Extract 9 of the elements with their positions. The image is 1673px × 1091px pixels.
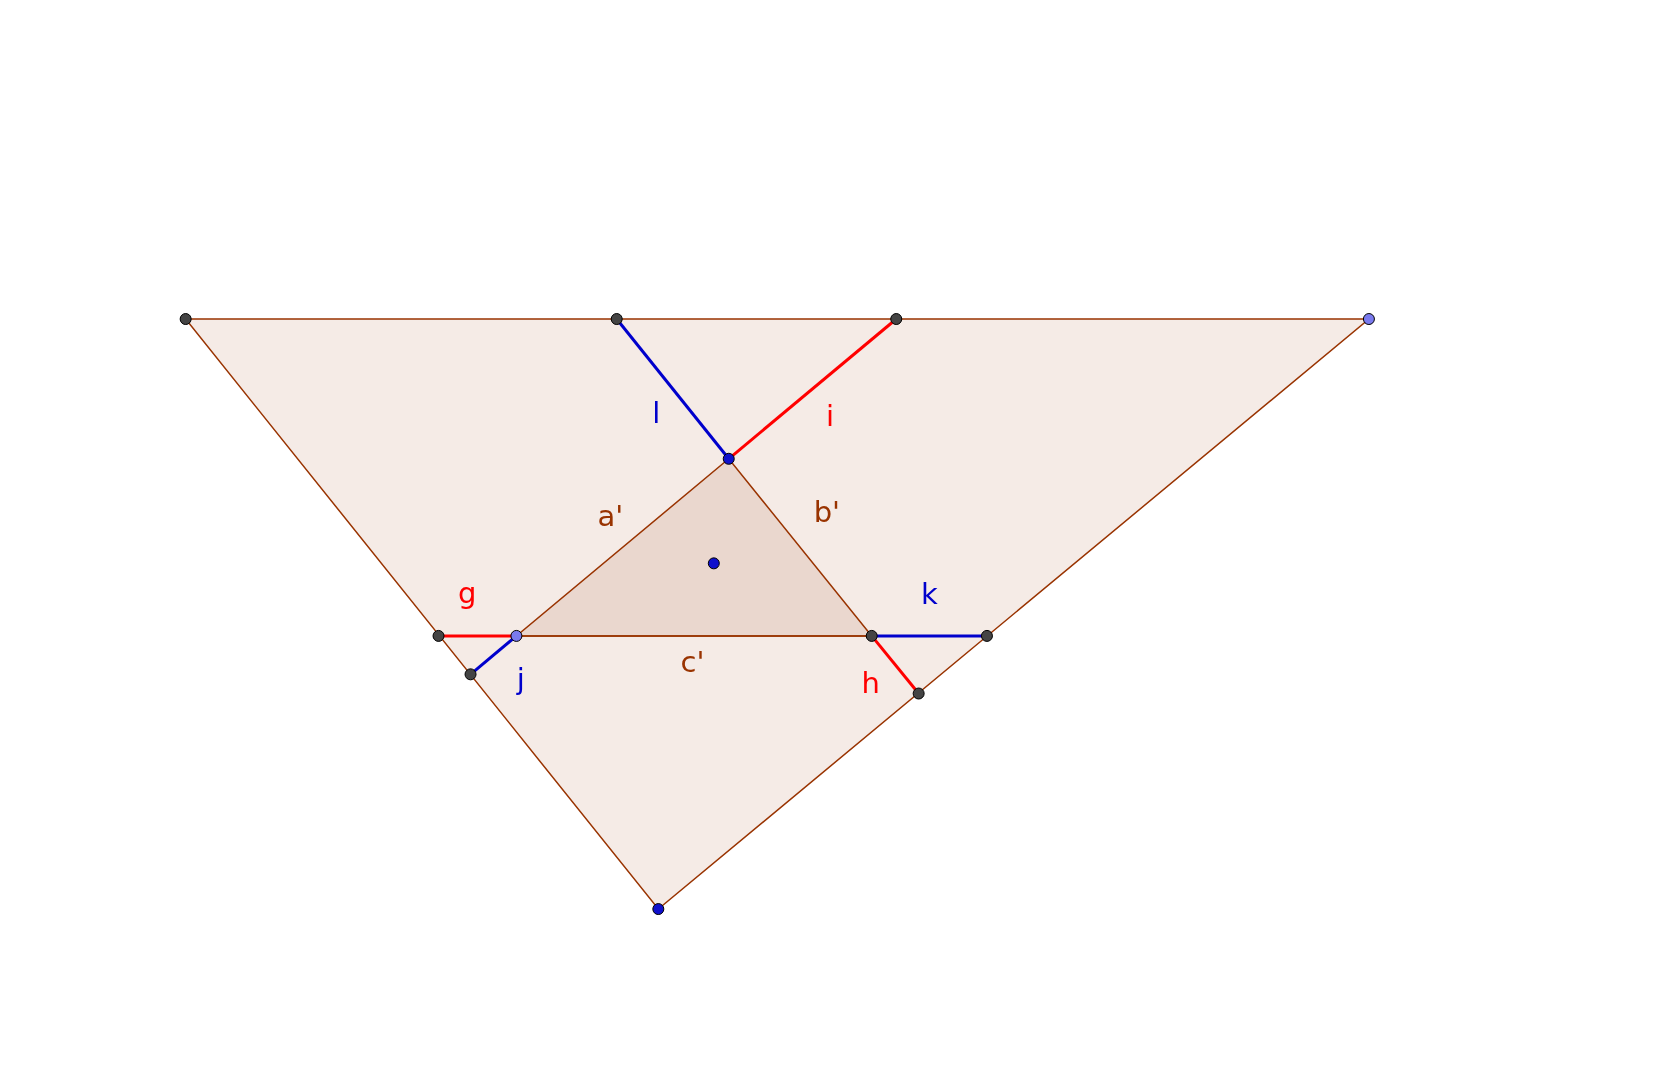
- segment-label: h: [861, 668, 880, 698]
- segment-label: k: [920, 579, 938, 609]
- segment-label: l: [652, 398, 661, 428]
- segment-label: i: [826, 401, 835, 431]
- segment-label: a': [597, 501, 624, 531]
- segment-label: b': [813, 497, 841, 527]
- segment-label: c': [680, 647, 705, 676]
- segment-label: j: [516, 664, 525, 694]
- segment-label: g: [458, 578, 477, 608]
